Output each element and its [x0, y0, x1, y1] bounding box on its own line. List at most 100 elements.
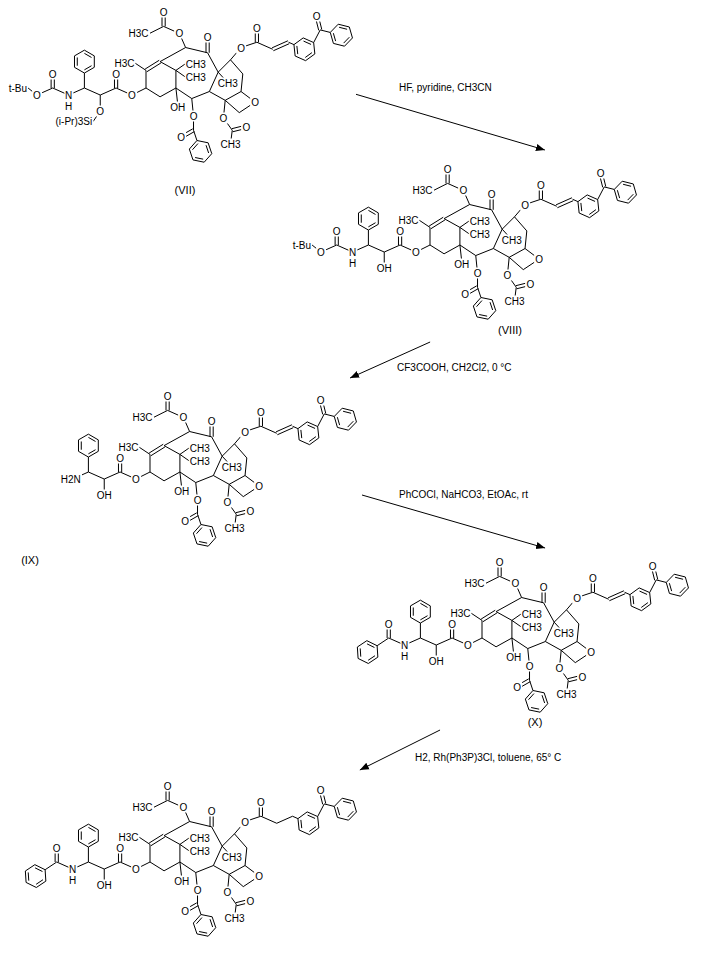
- atom-label: OH: [169, 102, 186, 113]
- compound-structure: H3COOOCH3OOOH3CCH3CH3OHOOOOOCH3OOOHH2N(I…: [0, 378, 362, 578]
- atom-label: CH3: [469, 216, 491, 227]
- bond-line: [154, 410, 168, 417]
- bond-line: [561, 650, 575, 662]
- reagent-label: CF3COOH, CH2Cl2, 0 °C: [396, 362, 513, 373]
- bond-line: [176, 64, 185, 70]
- bond-line: [229, 484, 243, 496]
- atom-label: O: [52, 842, 62, 853]
- compound-structure: H3COOOCH3OOOH3CCH3CH3OHOOOOOCH3OOOHNHOOt…: [282, 150, 704, 342]
- atom-label: O: [223, 886, 233, 897]
- bond-line: [459, 227, 460, 245]
- reagent-label: HF, pyridine, CH3CN: [398, 82, 493, 93]
- bond-line: [272, 41, 289, 51]
- bond-line: [512, 638, 528, 649]
- bond-line: [293, 426, 298, 428]
- atom-label: O: [245, 505, 255, 516]
- benzene-ring: [666, 574, 688, 596]
- atom-label: CH3: [189, 455, 211, 466]
- atom-label: CH3: [221, 851, 243, 862]
- atom-label: O: [176, 132, 186, 143]
- bond-line: [324, 414, 334, 417]
- atom-label: H3C: [132, 412, 154, 423]
- atom-label: O: [207, 805, 217, 816]
- bond-line: [598, 187, 605, 200]
- atom-label: OH: [505, 652, 522, 663]
- bond-line: [460, 221, 469, 227]
- bond-line: [573, 199, 578, 201]
- bond-line: [276, 425, 293, 435]
- bond-line: [245, 458, 247, 476]
- atom-label: O: [463, 640, 473, 651]
- atom-label: O: [163, 391, 173, 402]
- benzene-ring: [334, 408, 356, 430]
- atom-label: CH3: [521, 609, 543, 620]
- atom-label: (i-Pr)3Si: [55, 116, 94, 127]
- bond-line: [164, 836, 180, 845]
- atom-label: O: [180, 906, 190, 917]
- atom-label: O: [460, 289, 470, 300]
- bond-line: [149, 444, 165, 456]
- reaction-arrow: [362, 495, 545, 548]
- bond-line: [150, 844, 151, 862]
- atom-label: OH: [453, 259, 470, 270]
- compound-structure: H3COOOCH3OOOH3CCH3CH3OHOOOOOCH3OOOHNHO: [0, 770, 395, 966]
- compound-structure: H3COOOCH3OOOH3CCH3CH3OHOOOOOCH3OOO(i-Pr)…: [0, 0, 356, 205]
- bond-line: [530, 680, 533, 690]
- bond-line: [196, 866, 214, 873]
- bond-line: [198, 904, 201, 914]
- atom-label: OH: [96, 879, 113, 890]
- bond-line: [225, 100, 239, 112]
- bond-line: [289, 42, 294, 44]
- bond-line: [368, 245, 384, 252]
- bond-line: [45, 862, 57, 870]
- structure-drawing: [28, 12, 352, 162]
- bond-line: [486, 576, 500, 583]
- bond-line: [229, 866, 245, 875]
- bond-line: [190, 432, 212, 437]
- atom-label: O: [193, 885, 203, 896]
- reagent-label: H2, Rh(Ph3P)3Cl, toluene, 65° C: [414, 752, 562, 763]
- atom-label: O: [520, 199, 530, 210]
- bond-line: [593, 592, 609, 599]
- atom-label: O: [586, 647, 596, 658]
- bond-line: [88, 457, 89, 472]
- bond-line: [222, 834, 234, 846]
- bond-line: [522, 598, 544, 603]
- atom-label: CH3: [503, 296, 525, 307]
- bond-line: [419, 220, 430, 227]
- atom-label: O: [473, 268, 483, 279]
- atom-label: CH3: [521, 621, 543, 632]
- benzene-ring: [334, 798, 356, 820]
- atom-label: t-Bu: [292, 240, 312, 251]
- bond-line: [234, 444, 246, 458]
- bond-line: [180, 838, 189, 844]
- atom-label: O: [332, 225, 342, 236]
- atom-label: O: [240, 816, 250, 827]
- atom-label: O: [115, 842, 125, 853]
- atom-label: O: [555, 662, 565, 673]
- bond-line: [544, 603, 555, 622]
- bond-line: [436, 638, 452, 645]
- bond-line: [149, 834, 165, 846]
- atom-label: OH: [173, 486, 190, 497]
- atom-label: O: [588, 573, 598, 584]
- bond-line: [150, 472, 164, 481]
- bond-line: [429, 217, 445, 229]
- bond-line: [377, 638, 389, 646]
- atom-label: O: [127, 90, 137, 101]
- atom-label: O: [163, 781, 173, 792]
- bond-line: [525, 231, 527, 249]
- atom-label: O: [189, 111, 199, 122]
- atom-label: O: [250, 97, 260, 108]
- bond-line: [545, 642, 561, 651]
- bond-line: [196, 476, 214, 483]
- benzene-ring: [473, 298, 495, 320]
- atom-label: N: [348, 247, 357, 258]
- atom-label: O: [175, 28, 185, 39]
- bond-line: [481, 610, 497, 622]
- atom-label: O: [443, 164, 453, 175]
- atom-label: CH3: [189, 443, 211, 454]
- bond-line: [561, 642, 577, 651]
